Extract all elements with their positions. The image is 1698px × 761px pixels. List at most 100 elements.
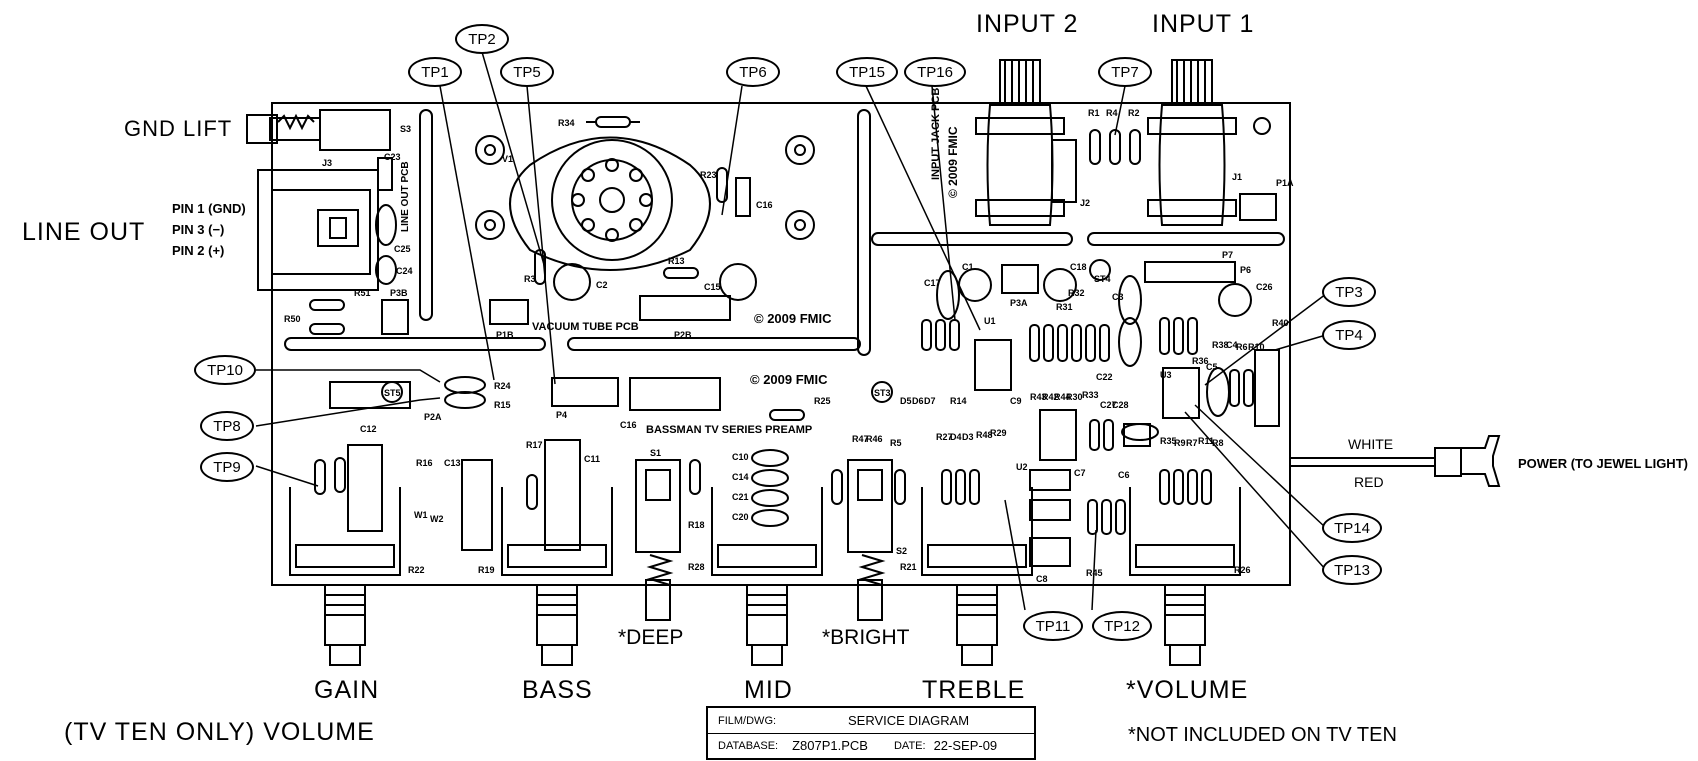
test-point-tp1: TP1 xyxy=(408,57,462,87)
capacitor xyxy=(1118,275,1142,325)
test-point-tp4: TP4 xyxy=(1322,320,1376,350)
tv-ten-volume-label: (TV TEN ONLY) VOLUME xyxy=(64,718,375,746)
capacitor xyxy=(936,270,960,320)
ref-designator: R27 xyxy=(936,432,953,442)
ref-designator: P3B xyxy=(390,288,408,298)
ref-designator: U1 xyxy=(984,316,996,326)
pot-treble xyxy=(921,487,1033,666)
ref-designator: S3 xyxy=(400,124,412,134)
test-point-tp11: TP11 xyxy=(1023,611,1083,641)
resistor xyxy=(831,469,843,505)
capacitor xyxy=(544,439,581,551)
ref-designator: U3 xyxy=(1160,370,1172,380)
database-label: DATABASE: xyxy=(718,739,779,752)
red-wire-label: RED xyxy=(1354,474,1384,490)
ref-designator: D5 xyxy=(900,396,912,406)
ref-designator: C1 xyxy=(962,262,974,272)
resistor xyxy=(444,376,486,394)
ref-designator: R16 xyxy=(416,458,433,468)
test-point-tp7: TP7 xyxy=(1098,57,1152,87)
ref-designator: C7 xyxy=(1074,468,1086,478)
ref-designator: R11 xyxy=(1198,436,1215,446)
resistor xyxy=(894,469,906,505)
ref-designator: S2 xyxy=(896,546,908,556)
ref-designator: R23 xyxy=(700,170,717,180)
ref-designator: R36 xyxy=(1192,356,1209,366)
ref-designator: C15 xyxy=(704,282,721,292)
ref-designator: R48 xyxy=(976,430,993,440)
ref-designator: R45 xyxy=(1086,568,1103,578)
resistor xyxy=(526,474,538,510)
connector-p3a xyxy=(1001,264,1039,294)
white-wire-label: WHITE xyxy=(1348,436,1394,452)
ref-designator: C9 xyxy=(1010,396,1022,406)
ref-designator: S1 xyxy=(650,448,662,458)
ic-u2 xyxy=(1039,409,1077,461)
ref-designator: ST4 xyxy=(1094,274,1111,284)
capacitor xyxy=(751,449,789,467)
ref-designator: W1 xyxy=(414,510,428,520)
ref-designator: D6 xyxy=(912,396,924,406)
standoff xyxy=(381,381,403,403)
ref-designator: R43 xyxy=(1030,392,1047,402)
capacitor xyxy=(553,263,591,301)
ref-designator: R31 xyxy=(1056,302,1073,312)
ref-designator: J1 xyxy=(1232,172,1243,182)
ic-block xyxy=(629,377,721,411)
ref-designator: R13 xyxy=(668,256,685,266)
ref-designator: R51 xyxy=(354,288,371,298)
ref-designator: C11 xyxy=(584,454,601,464)
ref-designator: C10 xyxy=(732,452,749,462)
ref-designator: R18 xyxy=(688,520,705,530)
test-point-tp16: TP16 xyxy=(904,57,966,87)
ref-designator: C26 xyxy=(1256,282,1273,292)
ref-designator: R15 xyxy=(494,400,511,410)
gnd-lift-label: GND LIFT xyxy=(124,116,233,141)
pot-gain xyxy=(289,487,401,666)
input-jack-pcb-text: INPUT JACK PCB xyxy=(930,87,942,180)
volume-label: *VOLUME xyxy=(1126,676,1249,704)
jack-slot-right xyxy=(1087,232,1285,246)
resistor xyxy=(334,457,346,493)
ref-designator: C6 xyxy=(1118,470,1130,480)
ref-designator: R34 xyxy=(558,118,575,128)
ref-designator: C8 xyxy=(1036,574,1048,584)
ref-designator: P6 xyxy=(1240,265,1252,275)
capacitor xyxy=(375,255,397,285)
ref-designator: R10 xyxy=(1248,342,1265,352)
ref-designator: R29 xyxy=(990,428,1007,438)
ref-designator: C22 xyxy=(1096,372,1113,382)
capacitor xyxy=(751,489,789,507)
film-dwg-value: SERVICE DIAGRAM xyxy=(848,713,970,728)
power-label: POWER (TO JEWEL LIGHT) xyxy=(1518,456,1688,471)
ref-designator: P4 xyxy=(556,410,568,420)
capacitor xyxy=(1043,268,1077,302)
ref-designator: R33 xyxy=(1082,390,1099,400)
test-point-tp8: TP8 xyxy=(200,411,254,441)
ref-designator: C4 xyxy=(1226,340,1238,350)
pin3-label: PIN 3 (−) xyxy=(172,222,225,237)
ref-designator: R46 xyxy=(866,434,883,444)
ref-designator: R42 xyxy=(1042,392,1059,402)
ref-designator: C21 xyxy=(732,492,749,502)
ref-designator: R44 xyxy=(1054,392,1071,402)
ref-designator: R30 xyxy=(1066,392,1083,402)
test-point-tp2: TP2 xyxy=(455,24,509,54)
jack-slot-left xyxy=(871,232,1073,246)
ref-designator: C2 xyxy=(596,280,608,290)
ref-designator: U2 xyxy=(1016,462,1028,472)
capacitor xyxy=(751,509,789,527)
ref-designator: R5 xyxy=(890,438,902,448)
ref-designator: D7 xyxy=(924,396,936,406)
ref-designator: P7 xyxy=(1222,250,1234,260)
test-point-tp15: TP15 xyxy=(836,57,898,87)
ref-designator: C23 xyxy=(384,152,401,162)
mount-hole xyxy=(1253,117,1271,135)
treble-label: TREBLE xyxy=(922,676,1026,704)
capacitor xyxy=(377,157,393,191)
resistor xyxy=(769,409,805,421)
connector-p1a xyxy=(1239,193,1277,221)
resistor xyxy=(309,299,345,311)
capacitor xyxy=(375,204,397,246)
ref-designator: R19 xyxy=(478,565,495,575)
